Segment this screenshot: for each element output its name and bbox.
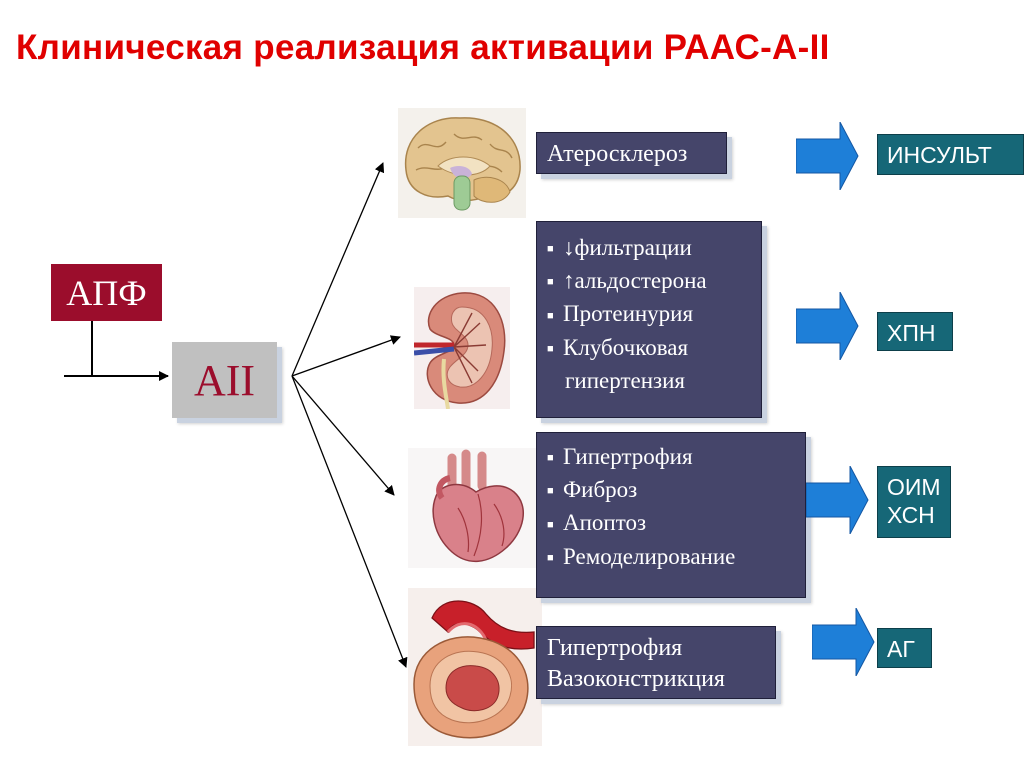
atherosclerosis-label: Атеросклероз [547,141,688,167]
vessel-effects-box: Гипертрофия Вазоконстрикция [536,626,776,699]
brain-image [398,108,526,218]
heart-image [408,448,536,568]
aii-box: AII [172,342,277,418]
right-arrow-icon [796,292,859,360]
bullet-icon: ■ [547,485,554,498]
list-item: ■↑альдостерона [547,265,761,298]
kidney-effects-box: ■↓фильтрации ■↑альдостерона ■Протеинурия… [536,221,762,418]
list-item: ■Фиброз [547,474,805,507]
list-item-continuation: гипертензия [565,367,685,393]
outcome-label: ХПН [887,320,936,346]
apf-box: АПФ [51,264,162,321]
heart-effects-box: ■Гипертрофия ■Фиброз ■Апоптоз ■Ремоделир… [536,432,806,598]
right-arrow-icon [806,466,869,534]
outcome-label: АГ [887,636,915,662]
kidney-image [414,287,510,409]
outcome-heart-box: ОИМ ХСН [877,466,951,538]
arrow-to-kidney [291,335,401,377]
bullet-icon: ■ [547,243,554,256]
right-arrow-icon [796,122,859,190]
list-item: ■Гипертрофия [547,441,805,474]
outcome-label: ОИМ [887,474,941,500]
artery-image [408,588,542,746]
list-item: ■↓фильтрации [547,232,761,265]
vessel-effect-line: Гипертрофия [547,635,683,661]
list-item: ■Ремоделирование [547,541,805,574]
outcome-label: ИНСУЛЬТ [887,142,992,168]
bullet-icon: ■ [547,276,554,289]
page-title: Клиническая реализация активации РААС-А-… [16,28,830,67]
arrow-to-heart [291,375,395,496]
bullet-icon: ■ [547,551,554,564]
list-item: ■Протеинурия [547,298,761,331]
arrow-to-vessel [291,375,408,668]
outcome-hypertension-box: АГ [877,628,932,668]
bullet-icon: ■ [547,518,554,531]
right-arrow-icon [812,608,875,676]
brain-effects-box: Атеросклероз [536,132,727,174]
bullet-icon: ■ [547,342,554,355]
bullet-icon: ■ [547,452,554,465]
bullet-icon: ■ [547,309,554,322]
outcome-ckd-box: ХПН [877,312,953,351]
list-item: ■Клубочковая [547,332,761,365]
arrow-to-brain [291,162,385,377]
outcome-stroke-box: ИНСУЛЬТ [877,134,1024,175]
list-item: ■Апоптоз [547,507,805,540]
outcome-label: ХСН [887,502,935,528]
vessel-effect-line: Вазоконстрикция [547,666,725,692]
